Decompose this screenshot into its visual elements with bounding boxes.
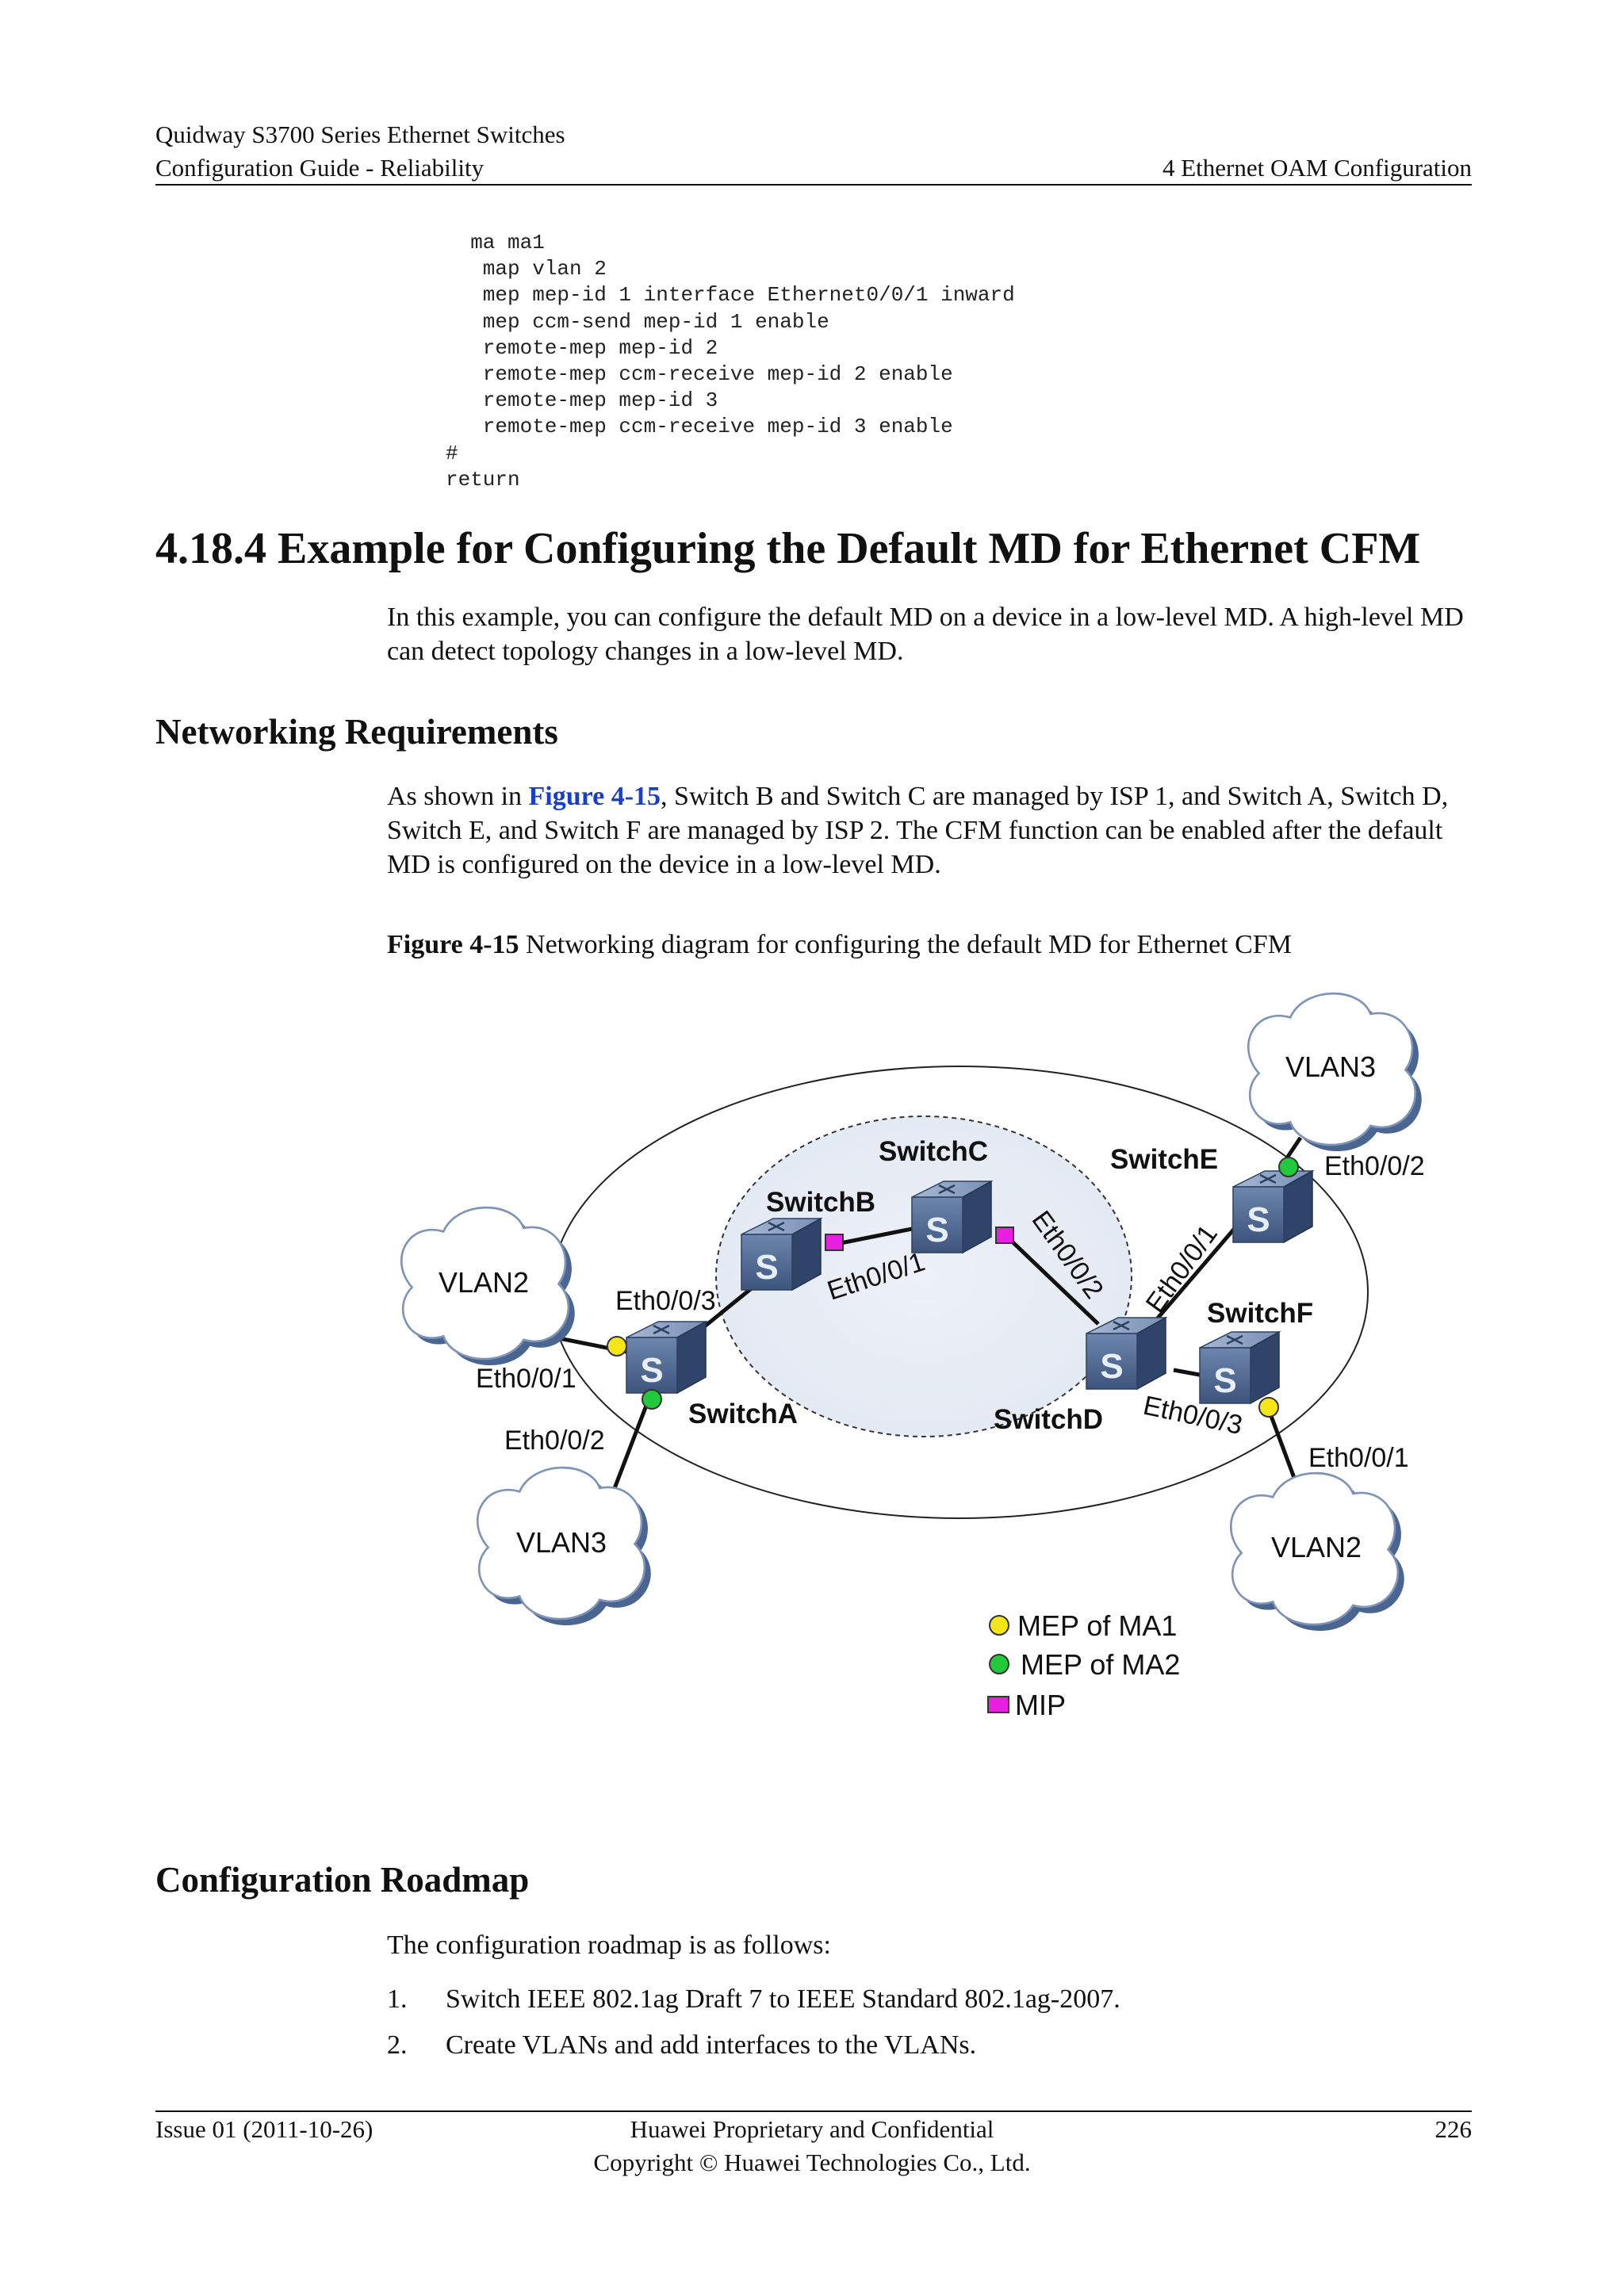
switch-d-icon[interactable]: S [1085,1316,1167,1391]
figure-caption-label: Figure 4-15 [387,930,519,959]
legend-mep-ma2-icon [989,1654,1009,1674]
roadmap-step-2-text: Create VLANs and add interfaces to the V… [446,2030,977,2060]
code-line: # [446,441,458,465]
roadmap-heading: Configuration Roadmap [155,1860,530,1900]
switch-e-icon[interactable]: S [1231,1169,1314,1244]
footer-page-number: 226 [1434,2115,1473,2143]
switch-f-glyph: S [1213,1361,1236,1400]
switch-f-label: SwitchF [1207,1298,1313,1329]
header-rule [155,184,1472,186]
roadmap-step-1-text: Switch IEEE 802.1ag Draft 7 to IEEE Stan… [446,1984,1120,2014]
switch-f-icon[interactable]: S [1198,1330,1281,1405]
switch-b-glyph: S [755,1248,778,1287]
legend-mep-ma1: MEP of MA1 [1017,1609,1177,1642]
mep-ma1-marker-f [1258,1397,1279,1418]
networking-heading: Networking Requirements [155,712,558,752]
switch-d-glyph: S [1100,1347,1123,1386]
networking-paragraph: As shown in Figure 4-15, Switch B and Sw… [387,779,1475,882]
switch-c-glyph: S [925,1211,948,1249]
mep-ma1-marker-a [607,1336,627,1357]
roadmap-intro: The configuration roadmap is as follows: [387,1931,831,1960]
figure-caption: Figure 4-15 Networking diagram for confi… [387,930,1292,960]
code-line: mep mep-id 1 interface Ethernet0/0/1 inw… [446,283,1015,308]
code-line: return [446,467,520,492]
header-guide: Configuration Guide - Reliability [155,154,485,182]
footer-confidential: Huawei Proprietary and Confidential [630,2115,994,2143]
networking-text-before: As shown in [387,782,529,811]
legend-mip-icon [987,1696,1009,1713]
cloud-vlan3-top-label: VLAN3 [1285,1050,1376,1083]
cloud-vlan3-bottom-label: VLAN3 [516,1526,607,1559]
mep-ma2-marker-a [642,1389,662,1410]
legend-mep-ma1-icon [989,1615,1009,1636]
switch-d-label: SwitchD [994,1404,1103,1435]
figure-link[interactable]: Figure 4-15 [528,782,661,811]
cloud-vlan2-right-label: VLAN2 [1271,1531,1362,1563]
code-line: mep ccm-send mep-id 1 enable [446,309,829,334]
roadmap-step-2-number: 2. [387,2030,408,2060]
code-line: remote-mep mep-id 3 [446,388,718,413]
switch-e-glyph: S [1247,1200,1270,1239]
code-line: remote-mep mep-id 2 [446,335,718,360]
footer-issue: Issue 01 (2011-10-26) [155,2115,373,2143]
section-intro-text: In this example, you can configure the d… [387,603,1464,666]
code-line: remote-mep ccm-receive mep-id 3 enable [446,415,953,439]
roadmap-step-1: 1. Switch IEEE 802.1ag Draft 7 to IEEE S… [387,1984,1475,2020]
header-chapter: 4 Ethernet OAM Configuration [1162,154,1472,182]
code-block: ma ma1 map vlan 2 mep mep-id 1 interface… [446,230,1015,493]
port-f-eth001: Eth0/0/1 [1308,1443,1409,1473]
switch-a-icon[interactable]: S [625,1320,707,1395]
legend-mep-ma2: MEP of MA2 [1021,1648,1180,1681]
legend-mip: MIP [1015,1689,1066,1721]
switch-a-glyph: S [640,1351,663,1390]
footer-rule [155,2110,1472,2112]
port-a-eth003: Eth0/0/3 [615,1286,716,1316]
header-product: Quidway S3700 Series Ethernet Switches [155,121,565,148]
roadmap-step-1-number: 1. [387,1984,408,2014]
cloud-vlan2-left-label: VLAN2 [439,1266,529,1299]
mip-marker-b [825,1234,844,1251]
switch-c-icon[interactable]: S [910,1180,993,1254]
networking-text-after: , Switch B and Switch C are managed by I… [387,782,1449,879]
port-e-eth002: Eth0/0/2 [1324,1151,1425,1181]
switch-e-label: SwitchE [1110,1144,1218,1175]
roadmap-step-2: 2. Create VLANs and add interfaces to th… [387,2030,1475,2066]
mip-marker-c [995,1226,1014,1244]
code-line: remote-mep ccm-receive mep-id 2 enable [446,362,953,387]
section-title: 4.18.4 Example for Configuring the Defau… [155,524,1421,573]
footer-copyright: Copyright © Huawei Technologies Co., Ltd… [593,2149,1031,2176]
section-intro: In this example, you can configure the d… [387,600,1475,668]
switch-c-label: SwitchC [879,1136,988,1167]
legend: MEP of MA1 MEP of MA2 MIP [987,1609,1180,1721]
mep-ma2-marker-e [1278,1157,1299,1177]
switch-a-label: SwitchA [688,1399,798,1429]
figure-caption-text: Networking diagram for configuring the d… [519,930,1292,959]
roadmap-steps: 1. Switch IEEE 802.1ag Draft 7 to IEEE S… [387,1984,1475,2080]
port-a-eth001: Eth0/0/1 [476,1364,576,1394]
code-line: ma ma1 [446,231,545,254]
switch-b-label: SwitchB [766,1187,875,1218]
port-a-eth002: Eth0/0/2 [504,1425,605,1456]
code-line: map vlan 2 [446,257,607,281]
isp1-md-ellipse [715,1115,1132,1437]
switch-b-icon[interactable]: S [740,1217,822,1292]
